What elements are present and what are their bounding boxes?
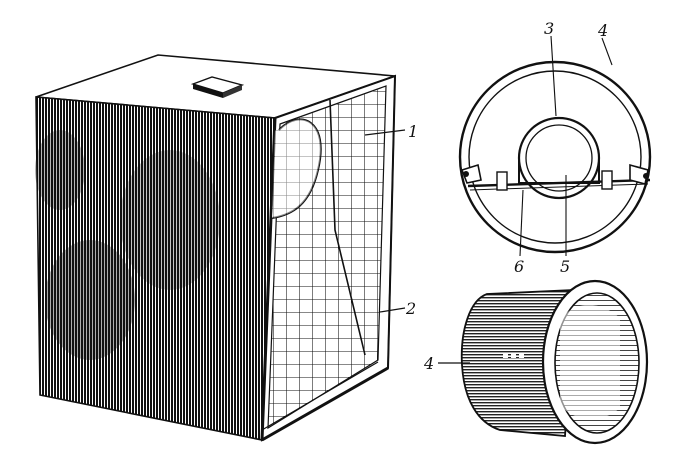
label-2: 2	[405, 299, 416, 318]
label-3: 3	[544, 19, 554, 38]
label-5: 5	[560, 257, 570, 276]
callout-line-1	[364, 129, 406, 136]
clamp-right	[629, 163, 649, 185]
box-top-cap-side	[193, 84, 223, 98]
circular-section	[458, 60, 652, 254]
filter-box	[35, 54, 397, 442]
bolt-right	[601, 170, 613, 190]
label-4-top: 4	[597, 21, 608, 40]
label-1: 1	[408, 122, 418, 141]
bolt-left	[496, 171, 508, 191]
label-4-bottom: 4	[423, 354, 434, 373]
callout-line-2	[379, 307, 406, 313]
cylinder-body	[460, 289, 576, 437]
cylinder-filter	[460, 279, 649, 445]
clamp-left	[460, 163, 482, 184]
label-6: 6	[514, 257, 524, 276]
central-pipe-inner	[525, 124, 593, 192]
